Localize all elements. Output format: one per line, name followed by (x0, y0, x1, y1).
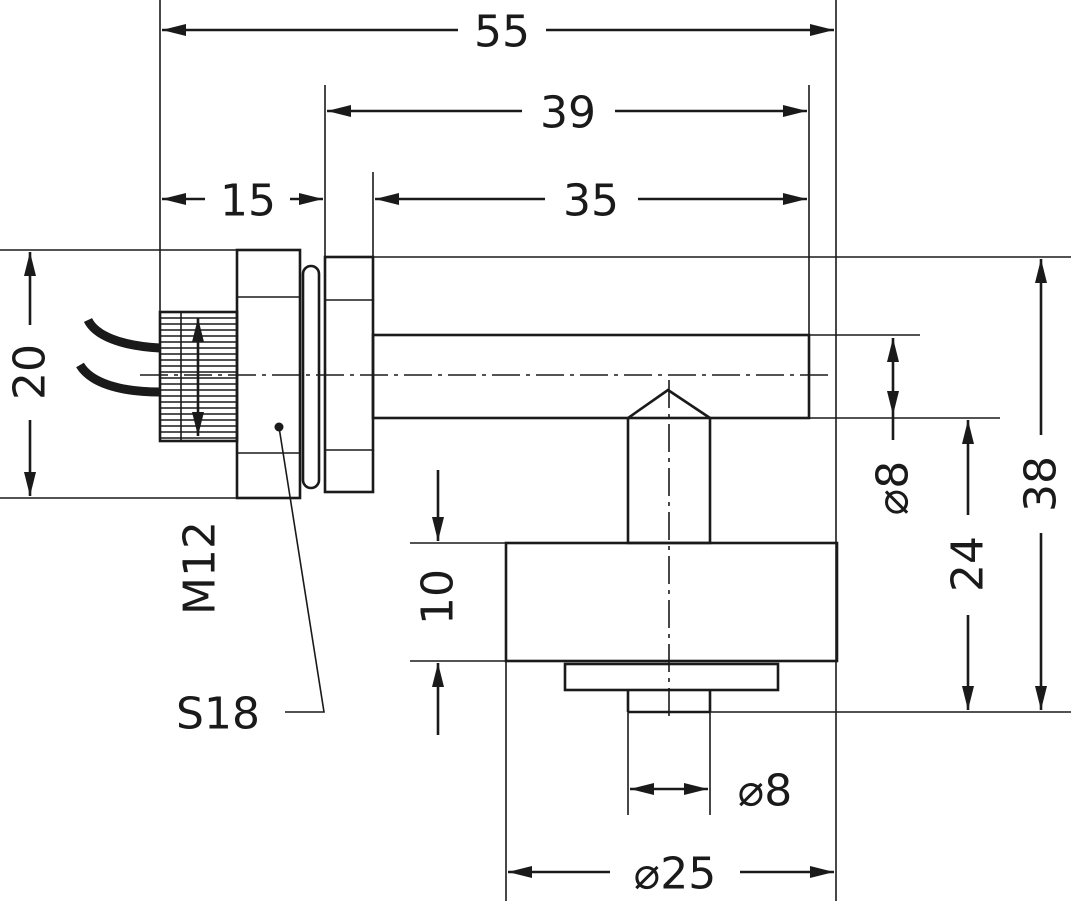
label-15: 15 (220, 176, 276, 227)
label-20: 20 (5, 344, 56, 400)
cable-lower (76, 362, 161, 397)
label-38: 38 (1016, 456, 1067, 512)
label-rod-diameter: ⌀8 (868, 461, 919, 515)
label-s18: S18 (176, 689, 260, 740)
o-ring (301, 264, 321, 490)
dimension-lines (24, 24, 1047, 878)
label-m12: M12 (175, 521, 226, 615)
retaining-washer (563, 662, 780, 692)
label-35: 35 (563, 176, 619, 227)
cable-upper (83, 317, 161, 353)
label-24: 24 (943, 536, 994, 592)
label-55: 55 (474, 7, 530, 58)
center-lines (140, 374, 830, 720)
label-10: 10 (413, 569, 464, 625)
label-float-diameter: ⌀25 (634, 849, 716, 900)
float-body (504, 541, 839, 663)
hex-nut (235, 248, 302, 500)
label-stem-diameter: ⌀8 (738, 766, 792, 817)
horizontal-rod (371, 333, 811, 420)
label-39: 39 (540, 88, 596, 139)
sensor-body (76, 248, 839, 714)
dimension-labels: 55 39 15 35 20 M12 S18 ⌀8 10 24 38 ⌀8 ⌀2… (5, 7, 1067, 900)
